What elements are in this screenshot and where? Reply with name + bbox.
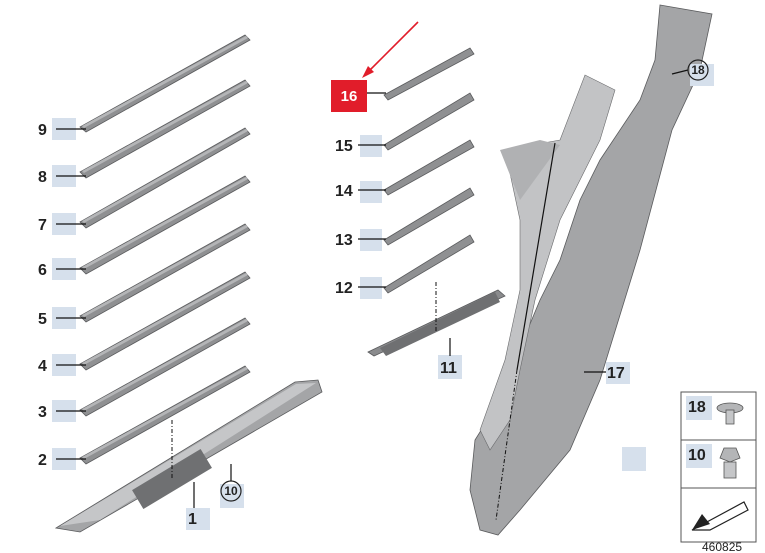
svg-text:17: 17: [607, 365, 625, 382]
svg-text:9: 9: [38, 122, 47, 139]
svg-text:16: 16: [341, 88, 358, 105]
callout-17[interactable]: 17: [584, 362, 630, 384]
svg-text:14: 14: [335, 183, 353, 200]
callout-15[interactable]: 15: [335, 135, 386, 157]
svg-text:3: 3: [38, 404, 47, 421]
leader-17-inner: [516, 142, 556, 371]
strip-9[interactable]: [79, 34, 251, 133]
empty-label-box: [622, 447, 646, 471]
legend-item-10: 10: [686, 444, 741, 479]
svg-text:8: 8: [38, 169, 47, 186]
callout-4[interactable]: 4: [38, 354, 86, 376]
strip-2[interactable]: [79, 365, 251, 465]
callout-9[interactable]: 9: [38, 118, 86, 140]
svg-text:5: 5: [38, 311, 47, 328]
left-strips: [54, 34, 323, 533]
strip-13[interactable]: [383, 187, 475, 246]
panel-17[interactable]: [469, 4, 713, 536]
svg-text:7: 7: [38, 217, 47, 234]
svg-text:12: 12: [335, 280, 353, 297]
svg-text:18: 18: [691, 63, 705, 77]
callout-11[interactable]: 11: [438, 338, 462, 379]
svg-text:2: 2: [38, 452, 47, 469]
strip-3[interactable]: [79, 317, 251, 417]
svg-text:10: 10: [688, 447, 706, 464]
callout-18[interactable]: 18: [671, 59, 714, 86]
arrow-icon: [362, 21, 419, 78]
legend-item-18: 18: [686, 396, 744, 425]
callout-8[interactable]: 8: [38, 165, 86, 187]
svg-text:4: 4: [38, 358, 47, 375]
sill-11[interactable]: [367, 289, 506, 357]
svg-text:15: 15: [335, 138, 353, 155]
strip-5[interactable]: [79, 223, 251, 323]
callout-16[interactable]: 16: [331, 80, 386, 112]
clip-18-icon: [716, 402, 744, 425]
strip-4[interactable]: [79, 271, 251, 371]
strip-12[interactable]: [383, 234, 475, 294]
strip-14[interactable]: [383, 139, 475, 196]
strip-7[interactable]: [79, 127, 251, 229]
callout-7[interactable]: 7: [38, 213, 86, 235]
strip-15[interactable]: [383, 92, 475, 151]
middle-strips: [367, 47, 506, 357]
strip-8[interactable]: [79, 79, 251, 179]
svg-text:13: 13: [335, 232, 353, 249]
diagram-id: 460825: [702, 540, 742, 553]
strip-6[interactable]: [79, 175, 251, 275]
callout-13[interactable]: 13: [335, 229, 386, 251]
svg-text:11: 11: [440, 360, 457, 377]
callout-1[interactable]: 1: [186, 482, 210, 530]
callout-12[interactable]: 12: [335, 277, 386, 299]
clip-10-icon: [719, 447, 741, 479]
callout-5[interactable]: 5: [38, 307, 86, 329]
callout-10[interactable]: 10: [220, 464, 244, 508]
svg-text:10: 10: [224, 484, 238, 498]
callout-6[interactable]: 6: [38, 258, 86, 280]
svg-text:6: 6: [38, 262, 47, 279]
sill-base-1[interactable]: [54, 379, 323, 533]
legend-box: 18 10: [680, 391, 757, 543]
callouts: 9 8 7 6 5 4 3: [38, 59, 714, 530]
strip-16[interactable]: [383, 47, 475, 101]
svg-text:18: 18: [688, 399, 706, 416]
callout-14[interactable]: 14: [335, 181, 386, 203]
callout-2[interactable]: 2: [38, 448, 86, 470]
direction-arrow-icon: [691, 501, 749, 531]
callout-3[interactable]: 3: [38, 400, 86, 422]
svg-text:1: 1: [188, 511, 197, 528]
